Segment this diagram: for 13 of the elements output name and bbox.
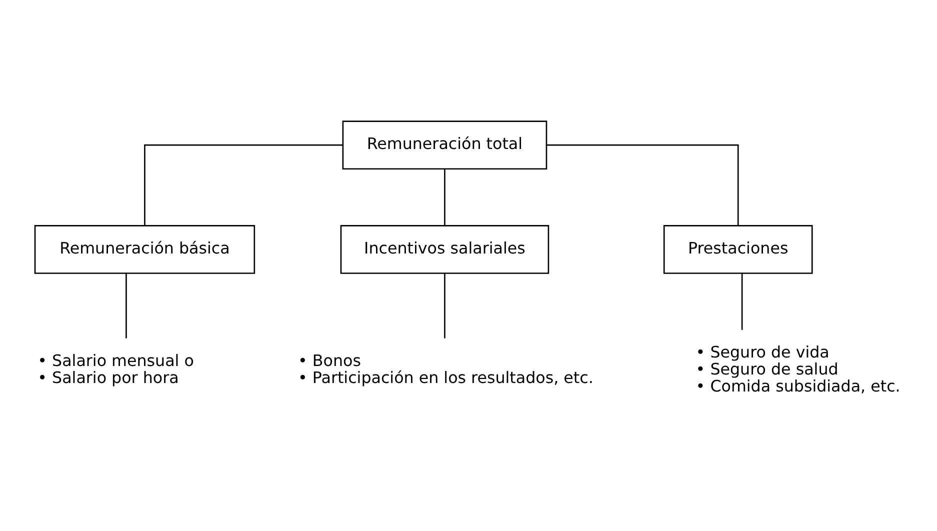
- node-box: Remuneración básica: [34, 224, 256, 274]
- node-text: • Bonos • Participación en los resultados, etc.: [298, 350, 594, 387]
- connector: [546, 144, 739, 225]
- node-text: • Salario mensual o • Salario por hora: [38, 350, 194, 387]
- node-box: Incentivos salariales: [340, 224, 550, 274]
- node-box: Prestaciones: [663, 224, 813, 274]
- connector: [741, 272, 743, 330]
- connector: [126, 272, 127, 338]
- connector: [444, 168, 446, 225]
- connector: [144, 144, 343, 225]
- node-text: • Seguro de vida • Seguro de salud • Comida subsidiada, etc.: [696, 342, 900, 396]
- connector: [444, 272, 446, 338]
- node-box: Remuneración total: [342, 120, 548, 170]
